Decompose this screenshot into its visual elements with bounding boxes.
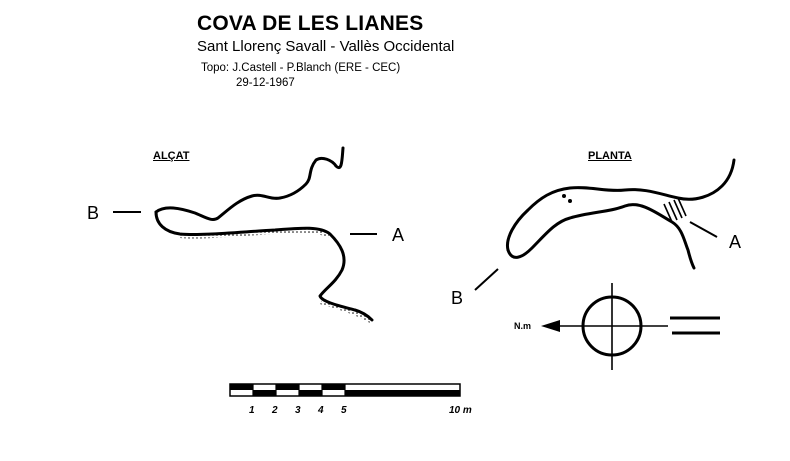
elevation-label: ALÇAT (153, 150, 190, 162)
scale-tick-2: 2 (272, 405, 278, 416)
scale-tick-3: 3 (295, 405, 301, 416)
scale-end-label: 10 m (449, 405, 472, 416)
scale-bar (229, 383, 461, 397)
plan-feature-dot (562, 194, 566, 198)
survey-credit: Topo: J.Castell - P.Blanch (ERE - CEC) (201, 62, 401, 74)
north-arrow (541, 283, 720, 370)
scale-tick-1: 1 (249, 405, 255, 416)
map-title: COVA DE LES LIANES (197, 12, 424, 35)
plan-passage-hatching (663, 197, 687, 223)
map-subtitle: Sant Llorenç Savall - Vallès Occidental (197, 38, 455, 55)
elevation-floor-sediment (180, 228, 330, 239)
elevation-point-a: A (392, 225, 405, 245)
plan-outline (505, 158, 736, 270)
plan-label: PLANTA (588, 150, 632, 162)
plan-point-a: A (729, 232, 742, 252)
elevation-profile (154, 146, 374, 322)
plan-b-line (474, 268, 499, 291)
survey-date: 29-12-1967 (236, 77, 295, 89)
north-label: N.m (514, 321, 532, 331)
elevation-point-b: B (87, 203, 100, 223)
plan-point-b: B (451, 288, 464, 308)
plan-a-line (689, 221, 718, 238)
scale-tick-5: 5 (341, 405, 347, 416)
scale-tick-4: 4 (318, 405, 324, 416)
elevation-lower-sediment (320, 300, 372, 323)
plan-feature-dot (568, 199, 572, 203)
